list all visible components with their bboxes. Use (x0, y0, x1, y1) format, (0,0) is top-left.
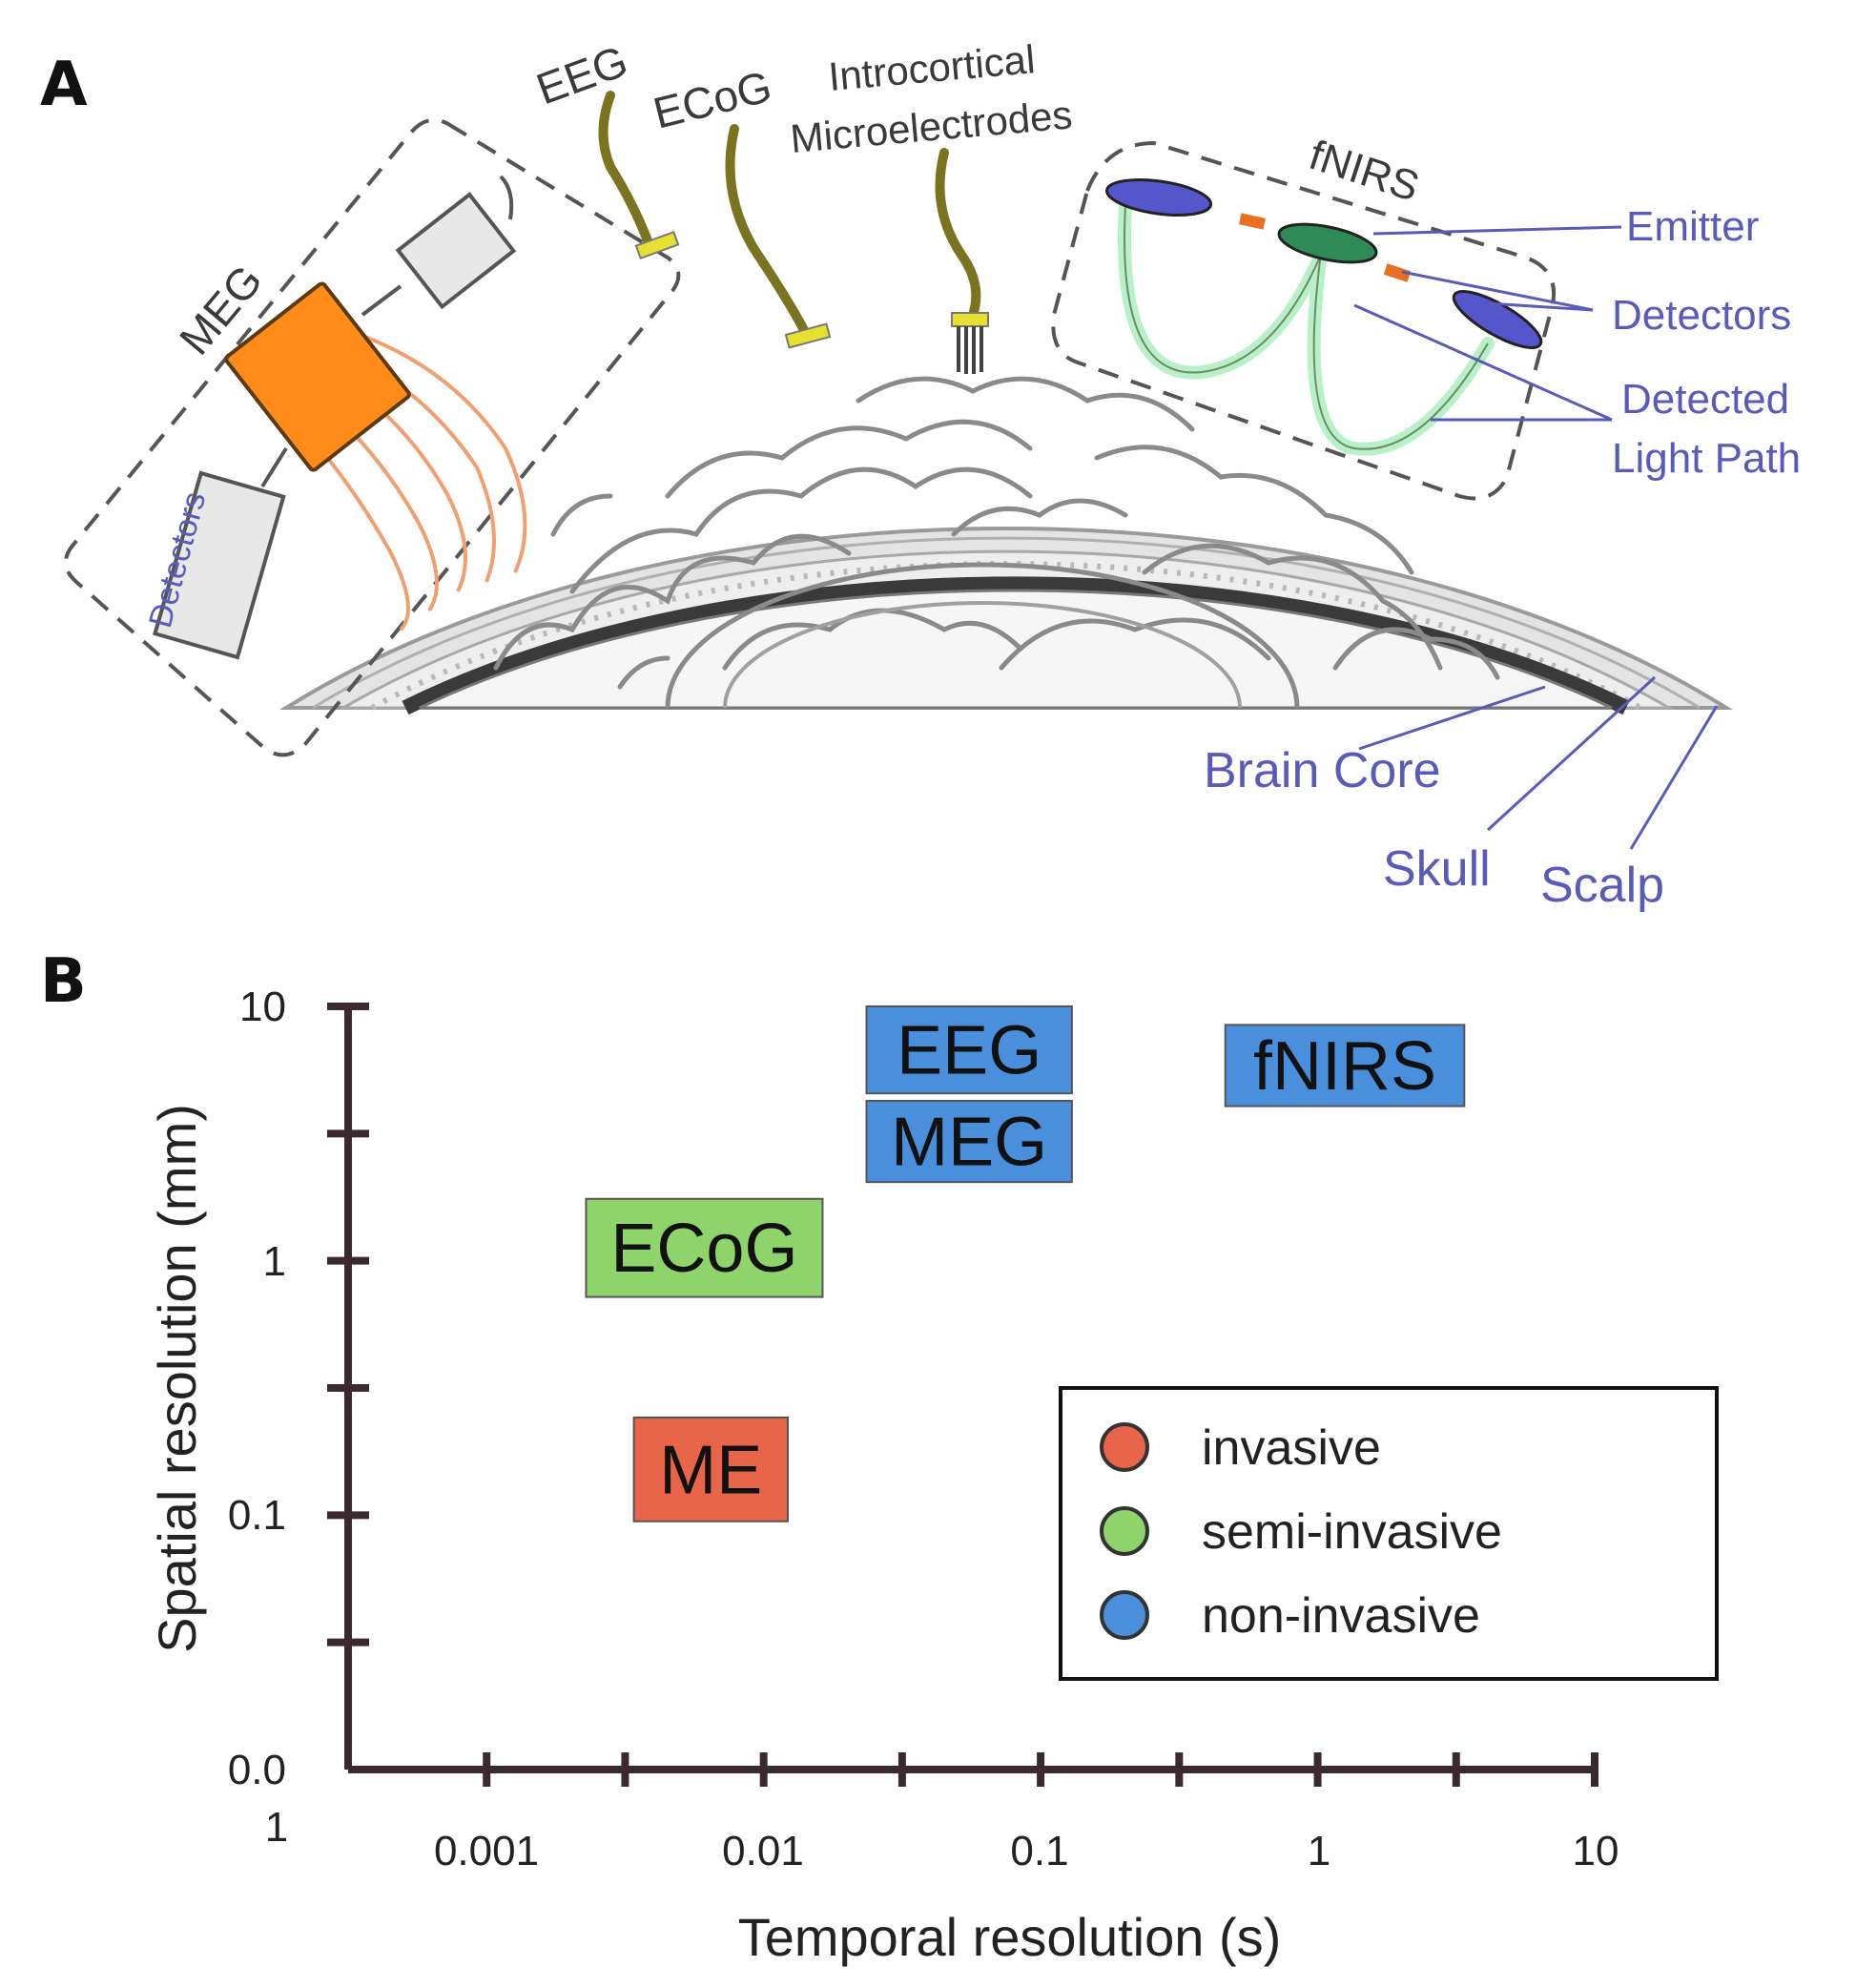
x-tick-label: 0.01 (722, 1828, 804, 1874)
meg-cable (499, 175, 514, 220)
legend-label: non-invasive (1202, 1588, 1480, 1644)
skull-label: Skull (1383, 841, 1491, 897)
meg-sensor (224, 281, 411, 472)
ecog-box-label: ECoG (610, 1211, 797, 1287)
scalp-label: Scalp (1540, 858, 1664, 913)
panel-b-letter: B (40, 946, 87, 1017)
eeg-box (865, 1005, 1073, 1095)
detectors-label: Detectors (1612, 292, 1791, 339)
legend-marker (1100, 1506, 1149, 1556)
x-tick-label: 0.1 (1010, 1828, 1068, 1874)
x-tick-label: 0.001 (434, 1828, 539, 1874)
emitter-label: Emitter (1626, 203, 1759, 250)
brain-core-label: Brain Core (1204, 743, 1441, 798)
fnirs-box (1224, 1024, 1466, 1108)
fnirs-detector-small-2 (1383, 263, 1412, 282)
detected-light-path-label-line2: Light Path (1612, 435, 1801, 482)
y-tick-label: 1 (263, 1238, 286, 1285)
me-box-label: ME (659, 1432, 762, 1508)
eeg-label: EEG (530, 35, 634, 114)
ecog-electrode: ECoG (649, 61, 832, 349)
x-tick-label: 10 (1573, 1828, 1619, 1874)
intracortical-label-line2: Microelectrodes (789, 92, 1074, 161)
brain-surface (419, 589, 1613, 710)
fnirs-emitter (1277, 222, 1378, 264)
ecog-label: ECoG (649, 61, 776, 138)
legend-marker (1100, 1422, 1149, 1472)
fnirs-box-label: fNIRS (1253, 1028, 1436, 1105)
eeg-electrode: EEG (530, 35, 680, 260)
panel-a-letter: A (40, 50, 88, 120)
legend-label: semi-invasive (1202, 1504, 1502, 1560)
y-tick-label: 0.1 (228, 1492, 286, 1539)
y-axis-title: Spatial resolution (mm) (147, 1104, 207, 1653)
y-tick-label: 10 (239, 984, 286, 1030)
fnirs-detector-small-1 (1239, 213, 1266, 230)
meg-detector-top (395, 192, 517, 310)
x-axis-title: Temporal resolution (s) (738, 1907, 1282, 1967)
x-tick-label: 1 (1308, 1828, 1330, 1874)
fnirs-emitter-left (1104, 178, 1213, 217)
intracortical-electrode: Introcortical Microelectrodes (789, 36, 1074, 374)
y-tick-label: 0.0 (228, 1747, 286, 1793)
fnirs-detector-right (1452, 290, 1543, 349)
legend-box (1059, 1386, 1719, 1681)
anatomy-labels: Emitter Detectors Detected Light Path Br… (1204, 203, 1801, 913)
brain-core-inner (723, 601, 1242, 709)
meg-box (865, 1099, 1073, 1184)
detected-light-path-label-line1: Detected (1621, 376, 1789, 423)
fnirs-label: fNIRS (1304, 132, 1425, 211)
intracortical-label-line1: Introcortical (827, 36, 1037, 99)
meg-box-label: MEG (891, 1105, 1047, 1181)
fnirs-group: fNIRS (1051, 132, 1557, 501)
scalp-inner-line (312, 536, 1701, 710)
brain-illustration (279, 376, 1733, 715)
gyri (493, 376, 1500, 690)
legend-label: invasive (1202, 1420, 1381, 1476)
meg-detector-bottom (153, 470, 286, 660)
me-box (632, 1416, 789, 1522)
eeg-box-label: EEG (897, 1013, 1041, 1089)
brain-core-region (665, 562, 1300, 709)
legend-marker (1100, 1590, 1149, 1640)
x-tick-label: 1 (265, 1804, 288, 1851)
meg-group: MEG Detectors (64, 117, 681, 757)
meg-dashed-box (64, 117, 681, 757)
ecog-box (585, 1197, 824, 1298)
